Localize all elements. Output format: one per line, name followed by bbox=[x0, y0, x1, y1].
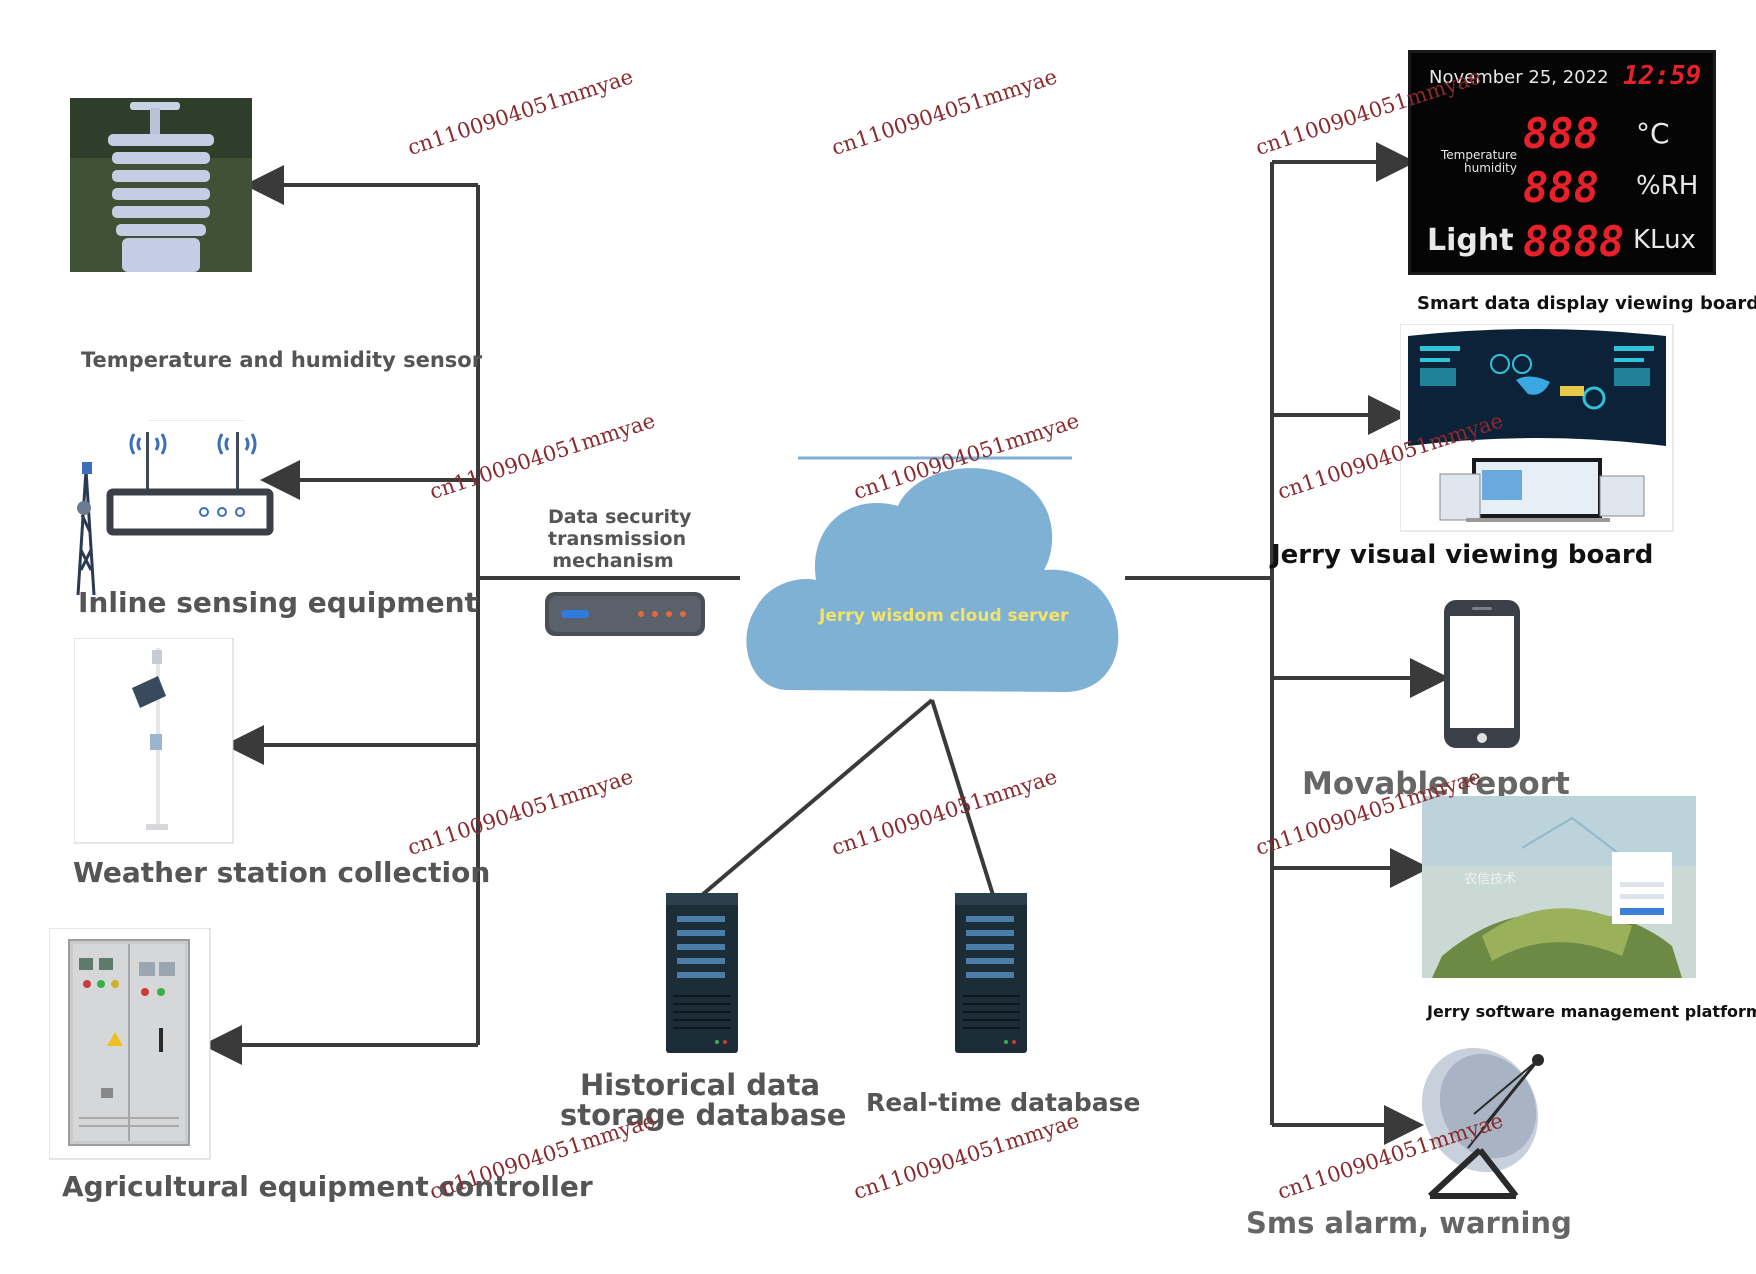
smart-display-board: November 25, 2022 12:59 Temperature humi… bbox=[1408, 50, 1716, 275]
board-light-unit: KLux bbox=[1633, 225, 1696, 255]
board-light-value: 8888 bbox=[1523, 217, 1625, 266]
sms-label: Sms alarm, warning bbox=[1246, 1206, 1572, 1240]
board-temp-value: 888 bbox=[1523, 109, 1599, 158]
cloud-server-label: Jerry wisdom cloud server bbox=[819, 606, 1069, 626]
platform-label: Jerry software management platform bbox=[1427, 1002, 1756, 1021]
th-sensor-photo bbox=[70, 98, 252, 272]
platform-screenshot bbox=[1422, 796, 1696, 978]
board-time: 12:59 bbox=[1623, 61, 1702, 91]
th-sensor-label: Temperature and humidity sensor bbox=[81, 348, 483, 372]
visual-board-photo bbox=[1400, 324, 1674, 532]
board-temp-unit: °C bbox=[1636, 117, 1670, 150]
board-hum-value: 888 bbox=[1523, 163, 1599, 212]
rt-db-server-icon bbox=[955, 893, 1027, 1053]
inline-sensing-label: Inline sensing equipment bbox=[78, 586, 478, 619]
satellite-dish-icon bbox=[1421, 1047, 1544, 1199]
mobile-phone-icon bbox=[1444, 600, 1520, 748]
board-hum-unit: %RH bbox=[1636, 171, 1699, 201]
weather-station-photo bbox=[74, 638, 234, 844]
board-date: November 25, 2022 bbox=[1429, 67, 1609, 88]
controller-cabinet-photo bbox=[49, 928, 211, 1160]
gateway-device-icon bbox=[545, 592, 705, 636]
rt-db-label: Real-time database bbox=[866, 1088, 1141, 1117]
inline-sensing-icon bbox=[76, 420, 274, 596]
hist-db-label: Historical data storage database bbox=[560, 1068, 847, 1132]
link-cloud-to-rt-db bbox=[930, 699, 995, 896]
cloud-server-icon bbox=[746, 468, 1119, 692]
hist-db-server-icon bbox=[666, 893, 738, 1053]
controller-label: Agricultural equipment controller bbox=[62, 1170, 593, 1203]
visual-board-label: Jerry visual viewing board bbox=[1271, 540, 1654, 570]
weather-station-label: Weather station collection bbox=[73, 856, 491, 889]
platform-screen-title: 农信技术 bbox=[1464, 872, 1517, 887]
smart-board-label: Smart data display viewing board bbox=[1417, 293, 1756, 314]
board-temp-caption: Temperature humidity bbox=[1440, 148, 1517, 175]
link-cloud-to-hist-db bbox=[700, 698, 934, 897]
board-light-caption: Light bbox=[1427, 223, 1514, 258]
link-mechanism-label: Data security transmission mechanism bbox=[548, 506, 692, 572]
